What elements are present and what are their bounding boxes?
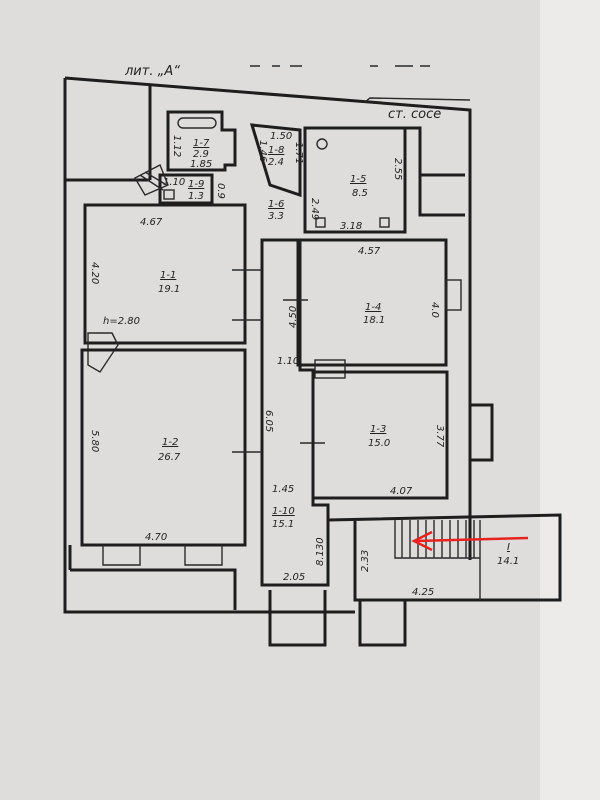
room-I-height: 2.33 xyxy=(360,550,371,572)
room-1-2-id: 1-2 xyxy=(162,437,178,448)
neighbor-wall-label: ст. сосе xyxy=(388,107,441,122)
room-1-3-width: 4.07 xyxy=(390,486,413,497)
room-1-2-area: 26.7 xyxy=(158,452,181,463)
room-I-id: I xyxy=(507,542,510,553)
corridor-width: 1.10 xyxy=(277,356,299,367)
room-1-10-id: 1-10 xyxy=(272,506,295,517)
room-1-9-width: 1.10 xyxy=(163,177,185,188)
room-1-5-id: 1-5 xyxy=(350,174,366,185)
room-1-9-id: 1-9 xyxy=(188,179,204,190)
corridor-lower-width: 1.45 xyxy=(272,484,294,495)
room-1-6-id: 1-6 xyxy=(268,199,284,210)
sink-icon xyxy=(315,217,326,228)
room-1-4-side: 4.50 xyxy=(288,306,299,328)
room-1-1-walls xyxy=(83,203,247,345)
lower-band xyxy=(68,545,237,610)
corridor-height: 6.05 xyxy=(263,410,274,432)
room-1-5-area: 8.5 xyxy=(352,188,368,199)
room-1-7-id: 1-7 xyxy=(193,138,210,149)
red-arrow-annotation xyxy=(411,530,529,552)
room-1-8-area: 2.4 xyxy=(268,157,284,168)
fireplace-icon xyxy=(87,332,119,373)
room-1-8-side: 1.46 xyxy=(257,140,268,162)
room-1-1-width: 4.67 xyxy=(140,217,163,228)
room-1-7-walls xyxy=(166,110,237,172)
room-1-1-id: 1-1 xyxy=(160,270,176,281)
building-outline xyxy=(63,76,472,614)
room-1-4-height: 4.0 xyxy=(429,302,440,318)
bathtub-icon xyxy=(177,117,217,129)
stove-heater-icon xyxy=(314,359,346,379)
room-1-1-area: 19.1 xyxy=(158,284,180,295)
room-1-2-height: 5.80 xyxy=(89,430,100,452)
room-1-2-width: 4.70 xyxy=(145,532,167,543)
room-1-10-width: 2.05 xyxy=(283,572,305,583)
room-1-10-height: 8.130 xyxy=(315,537,326,566)
room-1-7-width: 1.85 xyxy=(190,159,212,170)
room-1-8-side2: 1.71 xyxy=(293,142,304,164)
room-1-5-width: 3.18 xyxy=(340,221,362,232)
room-1-2-walls xyxy=(80,348,247,547)
room-1-9-side: 0.9 xyxy=(215,183,226,199)
corridor-walls xyxy=(260,238,330,587)
room-I-walls xyxy=(327,513,562,602)
room-1-3-height: 3.77 xyxy=(434,425,445,448)
room-1-7-area: 2.9 xyxy=(193,149,209,160)
room-1-1-height: 4.20 xyxy=(89,262,100,284)
stair-steps-icon xyxy=(134,164,169,196)
room-1-8-walls xyxy=(249,123,302,198)
right-annex xyxy=(405,126,465,217)
room-1-8-width: 1.50 xyxy=(270,131,292,142)
room-I-area: 14.1 xyxy=(497,556,519,567)
room-1-3-id: 1-3 xyxy=(370,424,386,435)
building-label: лит. „А“ xyxy=(124,64,180,79)
side-stair xyxy=(470,403,494,462)
room-1-8-id: 1-8 xyxy=(268,145,284,156)
room-1-9-area: 1.3 xyxy=(188,191,204,202)
room-1-3-area: 15.0 xyxy=(368,438,390,449)
room-1-6-height: 2.49 xyxy=(309,198,320,220)
room-1-10-area: 15.1 xyxy=(272,519,294,530)
neighbor-wall-line xyxy=(364,97,471,103)
window-icon xyxy=(445,279,462,311)
room-I-width: 4.25 xyxy=(412,587,434,598)
ceiling-height: h=2.80 xyxy=(103,316,140,327)
door-marks xyxy=(232,269,325,453)
paper-edge xyxy=(540,0,600,800)
entrance-porches xyxy=(268,590,407,647)
window-icon xyxy=(102,545,223,566)
room-1-5-walls xyxy=(303,126,407,234)
boiler-icon xyxy=(316,138,328,150)
room-1-7-side: 1.12 xyxy=(171,135,182,157)
room-1-3-walls xyxy=(311,370,449,500)
room-1-4-id: 1-4 xyxy=(365,302,381,313)
room-1-4-width: 4.57 xyxy=(358,246,381,257)
room-1-5-height: 2.55 xyxy=(392,158,403,180)
room-1-6-area: 3.3 xyxy=(268,211,284,222)
stove-icon xyxy=(379,217,390,228)
room-1-4-area: 18.1 xyxy=(363,315,385,326)
toilet-icon xyxy=(163,189,175,200)
